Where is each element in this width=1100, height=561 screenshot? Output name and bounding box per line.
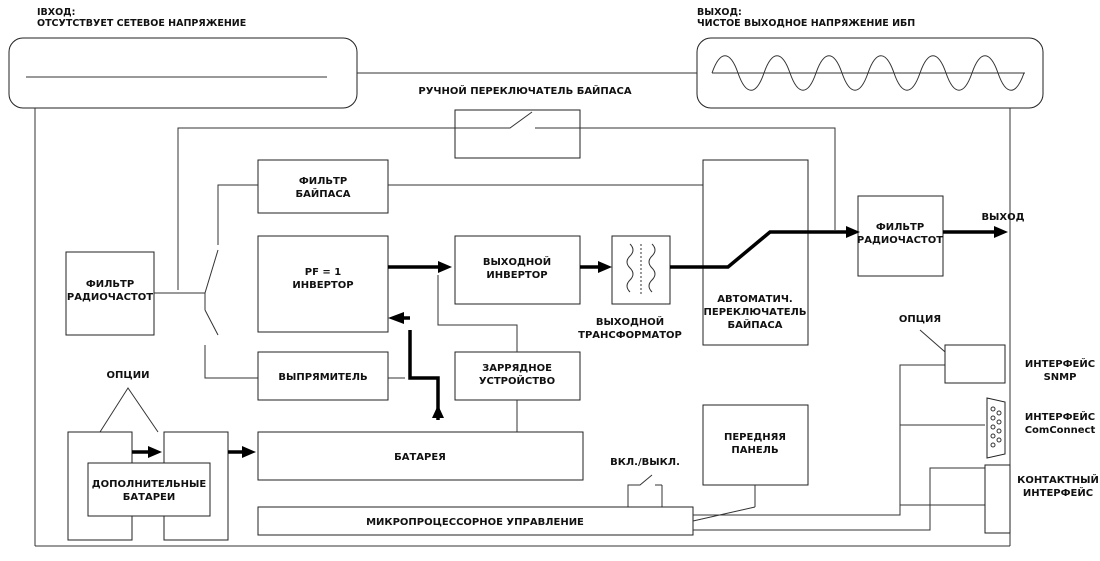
transformer-secondary-coil xyxy=(648,243,656,293)
bypass-switch-label: РУЧНОЙ ПЕРЕКЛЮЧАТЕЛЬ БАЙПАСА xyxy=(418,84,631,97)
input-header-subtitle: ОТСУТСТВУЕТ СЕТЕВОЕ НАПРЯЖЕНИЕ xyxy=(37,18,246,29)
svg-text:ВЫХОДНОЙ: ВЫХОДНОЙ xyxy=(483,255,551,268)
svg-text:БАЙПАСА: БАЙПАСА xyxy=(296,187,351,200)
rf-filter-input-box xyxy=(65,251,155,336)
battery-to-inverter-path xyxy=(408,330,440,420)
svg-text:ИНТЕРФЕЙС: ИНТЕРФЕЙС xyxy=(1025,410,1095,423)
svg-text:АВТОМАТИЧ.: АВТОМАТИЧ. xyxy=(717,294,792,305)
output-label: ВЫХОД xyxy=(981,212,1024,223)
battery-box xyxy=(257,431,584,481)
svg-text:ComConnect: ComConnect xyxy=(1025,425,1096,436)
output-sine-waveform xyxy=(711,55,1025,91)
svg-text:ИНВЕРТОР: ИНВЕРТОР xyxy=(292,280,353,291)
svg-text:ИНВЕРТОР: ИНВЕРТОР xyxy=(486,270,547,281)
rectifier-box xyxy=(257,351,389,401)
options-label: ОПЦИИ xyxy=(107,370,150,381)
charger-box xyxy=(454,351,581,401)
svg-text:ФИЛЬТР: ФИЛЬТР xyxy=(876,222,924,233)
onoff-label: ВКЛ./ВЫКЛ. xyxy=(610,457,680,468)
output-header-subtitle: ЧИСТОЕ ВЫХОДНОЕ НАПРЯЖЕНИЕ ИБП xyxy=(697,18,915,29)
svg-text:ПАНЕЛЬ: ПАНЕЛЬ xyxy=(731,445,778,456)
front-panel-box xyxy=(702,404,809,486)
svg-text:КОНТАКТНЫЙ: КОНТАКТНЫЙ xyxy=(1017,473,1099,486)
svg-text:БАТАРЕИ: БАТАРЕИ xyxy=(123,492,175,503)
svg-text:ТРАНСФОРМАТОР: ТРАНСФОРМАТОР xyxy=(578,330,682,341)
svg-text:ИНТЕРФЕЙС: ИНТЕРФЕЙС xyxy=(1023,486,1093,499)
extra-batteries-box xyxy=(87,462,211,517)
svg-text:РАДИОЧАСТОТ: РАДИОЧАСТОТ xyxy=(857,235,943,246)
svg-text:БАЙПАСА: БАЙПАСА xyxy=(728,318,783,331)
onoff-switch xyxy=(627,474,653,507)
svg-text:ФИЛЬТР: ФИЛЬТР xyxy=(299,176,347,187)
pf1-inverter-box xyxy=(257,235,389,333)
svg-text:ВЫХОДНОЙ: ВЫХОДНОЙ xyxy=(596,315,664,328)
svg-text:МИКРОПРОЦЕССОРНОЕ УПРАВЛЕНИЕ: МИКРОПРОЦЕССОРНОЕ УПРАВЛЕНИЕ xyxy=(366,517,584,528)
output-inverter-box xyxy=(454,235,581,305)
svg-text:SNMP: SNMP xyxy=(1044,372,1077,383)
svg-text:ПЕРЕДНЯЯ: ПЕРЕДНЯЯ xyxy=(724,432,786,443)
svg-text:ДОПОЛНИТЕЛЬНЫЕ: ДОПОЛНИТЕЛЬНЫЕ xyxy=(92,479,207,490)
option-label: ОПЦИЯ xyxy=(899,314,941,325)
input-waveform-panel xyxy=(8,37,358,109)
svg-text:PF = 1: PF = 1 xyxy=(305,267,342,278)
svg-text:РАДИОЧАСТОТ: РАДИОЧАСТОТ xyxy=(67,292,153,303)
auto-bypass-switch-box xyxy=(702,159,809,346)
input-header-title: IВХОД: xyxy=(37,7,75,18)
svg-text:БАТАРЕЯ: БАТАРЕЯ xyxy=(394,452,446,463)
contact-interface-box xyxy=(984,464,1011,534)
comconnect-connector-icon xyxy=(986,397,1006,459)
snmp-interface-box xyxy=(944,344,1006,384)
svg-text:ВЫПРЯМИТЕЛЬ: ВЫПРЯМИТЕЛЬ xyxy=(278,372,367,383)
output-header-title: ВЫХОД: xyxy=(697,7,742,18)
transformer-primary-coil xyxy=(626,243,634,293)
manual-bypass-switch xyxy=(454,109,581,159)
svg-text:ЗАРРЯДНОЕ: ЗАРРЯДНОЕ xyxy=(482,363,552,374)
microprocessor-box xyxy=(257,506,694,536)
svg-text:УСТРОЙСТВО: УСТРОЙСТВО xyxy=(479,374,555,387)
svg-text:ФИЛЬТР: ФИЛЬТР xyxy=(86,279,134,290)
main-power-path xyxy=(670,230,848,269)
rf-filter-output-box xyxy=(857,195,944,277)
svg-text:ИНТЕРФЕЙС: ИНТЕРФЕЙС xyxy=(1025,357,1095,370)
bypass-filter-box xyxy=(257,159,389,214)
svg-text:ПЕРЕКЛЮЧАТЕЛЬ: ПЕРЕКЛЮЧАТЕЛЬ xyxy=(704,307,807,318)
